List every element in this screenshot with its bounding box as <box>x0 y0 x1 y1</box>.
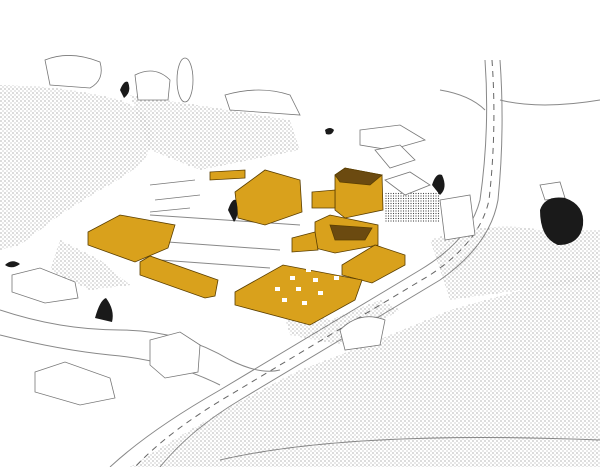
background-outlines <box>11 55 566 406</box>
building-farmhouse <box>234 169 303 226</box>
building-large-warehouse <box>234 264 363 326</box>
dark-trees <box>5 81 584 322</box>
building-house-roof <box>329 224 373 241</box>
building-manor-roof <box>334 167 383 186</box>
building-long-shed <box>139 255 219 299</box>
tree-icon <box>5 261 20 268</box>
building-east-barn <box>341 244 406 284</box>
tree-icon <box>540 197 584 245</box>
warehouse-skylights <box>275 268 339 305</box>
tree-icon <box>95 298 113 322</box>
tree-icon <box>228 199 238 222</box>
tree-icon <box>432 174 445 195</box>
building-pergola <box>209 169 246 181</box>
highlighted-buildings <box>87 167 406 326</box>
tree-icon <box>325 128 334 135</box>
stippled-fields <box>0 85 600 467</box>
tree-icon <box>120 81 130 98</box>
building-annex <box>311 189 336 209</box>
building-west-hall <box>87 214 176 263</box>
building-small-shed <box>291 231 319 253</box>
